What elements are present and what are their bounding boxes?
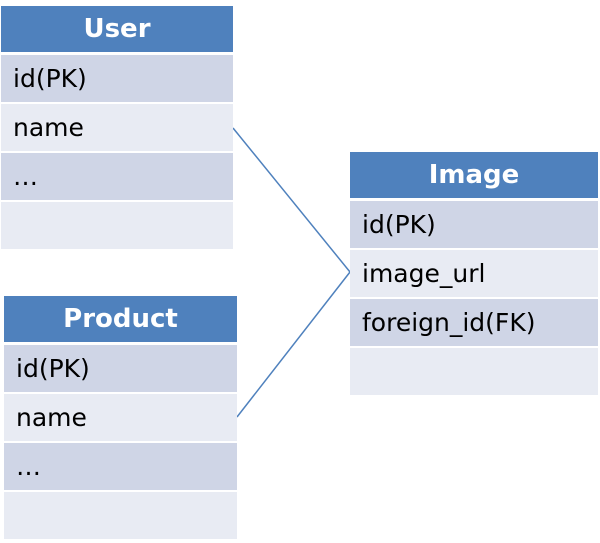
image-table-header: Image (350, 152, 598, 201)
user-row-ellipsis: … (1, 153, 233, 202)
user-row-empty (1, 202, 233, 251)
product-table: Product id(PK) name … (4, 296, 237, 541)
user-table-header: User (1, 6, 233, 55)
image-row-id: id(PK) (350, 201, 598, 250)
product-row-ellipsis: … (4, 443, 237, 492)
image-row-empty (350, 348, 598, 397)
product-table-header: Product (4, 296, 237, 345)
product-row-id: id(PK) (4, 345, 237, 394)
product-row-name: name (4, 394, 237, 443)
product-to-image-line (236, 271, 351, 418)
image-row-foreign-id: foreign_id(FK) (350, 299, 598, 348)
image-row-image-url: image_url (350, 250, 598, 299)
user-row-id: id(PK) (1, 55, 233, 104)
product-row-empty (4, 492, 237, 541)
user-to-image-line (232, 127, 351, 273)
user-table: User id(PK) name … (1, 6, 233, 251)
user-row-name: name (1, 104, 233, 153)
image-table: Image id(PK) image_url foreign_id(FK) (350, 152, 598, 397)
